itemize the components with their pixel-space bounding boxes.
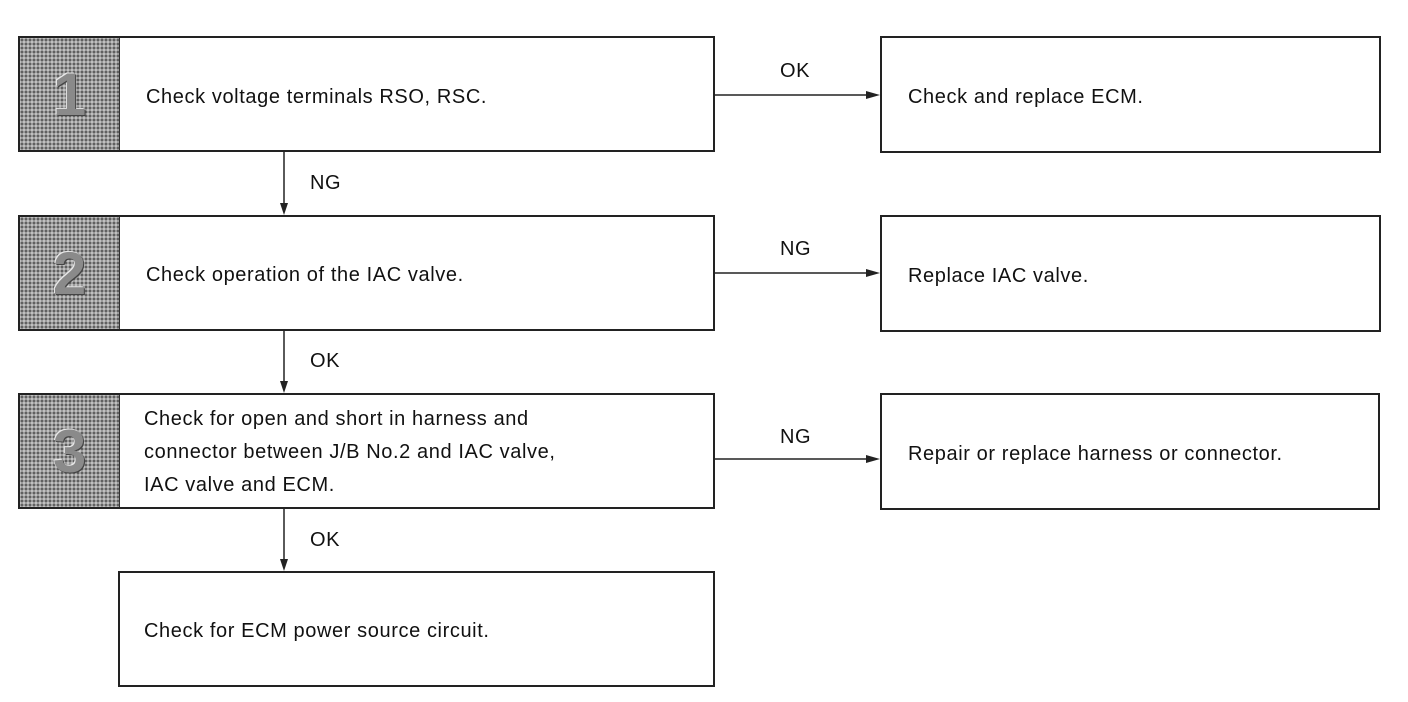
step-2-number: 2 <box>20 217 120 329</box>
result-2-box: Replace IAC valve. <box>880 215 1381 332</box>
step-2-text: Check operation of the IAC valve. <box>146 264 464 286</box>
result-1-text: Check and replace ECM. <box>908 86 1144 108</box>
step-2-box: 2 Check operation of the IAC valve. <box>18 215 715 331</box>
step-3-text-line-2: connector between J/B No.2 and IAC valve… <box>144 441 556 463</box>
result-3-text: Repair or replace harness or connector. <box>908 443 1283 465</box>
edge-label-step3-right: NG <box>780 426 812 448</box>
edge-label-step1-down: NG <box>310 172 342 194</box>
final-box: Check for ECM power source circuit. <box>118 571 715 687</box>
arrowhead-right-3 <box>866 455 880 463</box>
step-1-number: 1 <box>20 38 120 150</box>
step-1-box: 1 Check voltage terminals RSO, RSC. <box>18 36 715 152</box>
arrowhead-right-1 <box>866 91 880 99</box>
step-3-number: 3 <box>20 395 120 507</box>
step-3-text-line-1: Check for open and short in harness and <box>144 408 529 430</box>
arrowhead-down-3 <box>280 559 288 571</box>
result-2-text: Replace IAC valve. <box>908 265 1089 287</box>
step-3-text-line-3: IAC valve and ECM. <box>144 474 335 496</box>
edge-label-step3-down: OK <box>310 529 341 551</box>
arrowhead-down-1 <box>280 203 288 215</box>
result-3-box: Repair or replace harness or connector. <box>880 393 1380 510</box>
result-1-box: Check and replace ECM. <box>880 36 1381 153</box>
edge-label-step1-right: OK <box>780 60 811 82</box>
arrowhead-down-2 <box>280 381 288 393</box>
step-3-box: 3 Check for open and short in harness an… <box>18 393 715 509</box>
final-text: Check for ECM power source circuit. <box>144 620 490 642</box>
edge-label-step2-right: NG <box>780 238 812 260</box>
arrowhead-right-2 <box>866 269 880 277</box>
edge-label-step2-down: OK <box>310 350 341 372</box>
step-1-text: Check voltage terminals RSO, RSC. <box>146 86 488 108</box>
